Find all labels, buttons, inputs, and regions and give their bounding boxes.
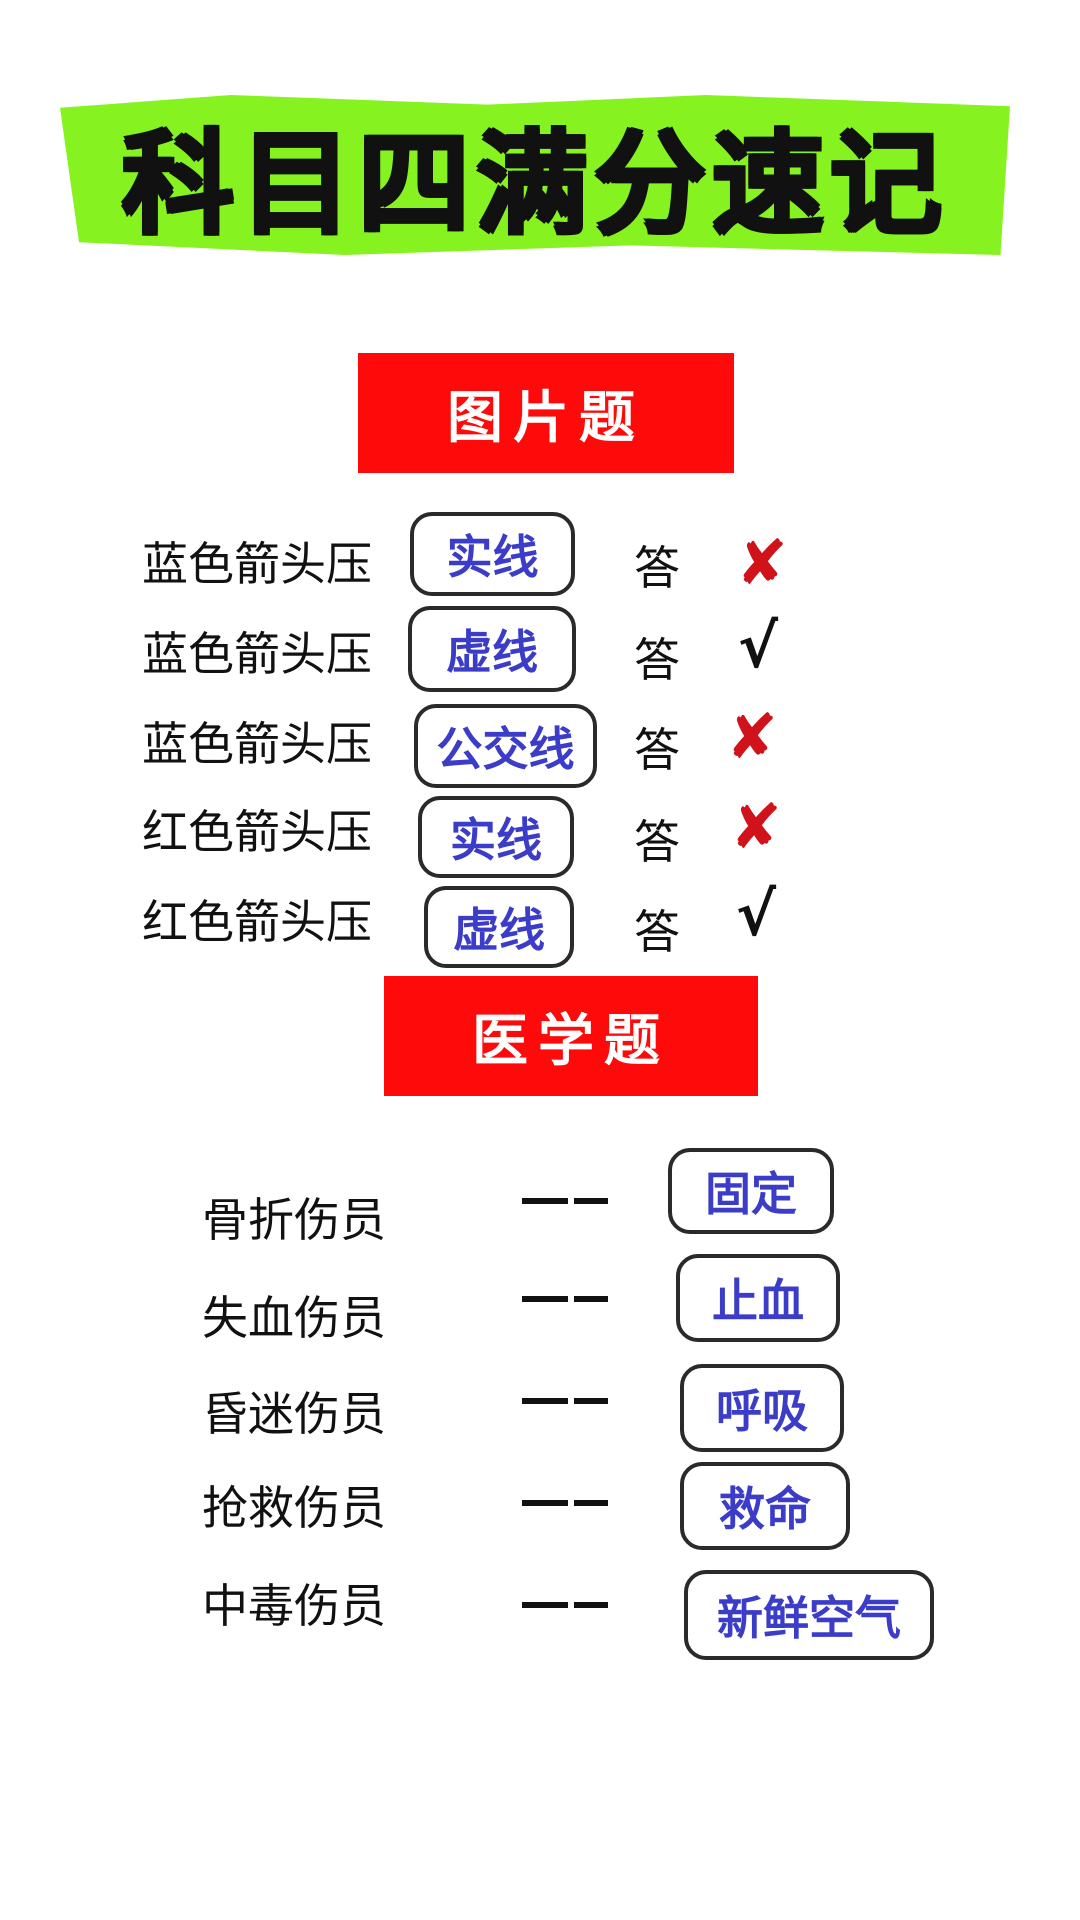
answer-word: 答 [634,723,680,777]
row-label: 抢救伤员 [202,1481,386,1535]
answer-box: 救命 [680,1462,850,1550]
answer-box: 固定 [668,1148,834,1234]
dash-separator [522,1398,608,1404]
row-label: 红色箭头压 [142,895,372,949]
cross-icon: ✘ [736,526,788,599]
cross-icon: ✘ [726,700,778,773]
section-header-medical: 医学题 [384,976,758,1096]
answer-word: 答 [634,541,680,595]
row-label: 中毒伤员 [202,1579,386,1633]
row-label: 蓝色箭头压 [142,537,372,591]
dash-separator [522,1198,608,1204]
title-banner [60,95,1010,255]
dash-separator [522,1500,608,1506]
answer-box: 虚线 [408,606,576,692]
row-label: 失血伤员 [202,1291,386,1345]
cross-icon: ✘ [730,790,782,863]
answer-box: 虚线 [424,886,574,968]
answer-box: 实线 [410,512,575,596]
answer-word: 答 [634,633,680,687]
section-header-picture: 图片题 [358,353,734,473]
dash-separator [522,1602,608,1608]
answer-box: 新鲜空气 [684,1570,934,1660]
page-title: 科目四满分速记 [122,120,948,250]
answer-box: 止血 [676,1254,840,1342]
row-label: 红色箭头压 [142,805,372,859]
row-label: 昏迷伤员 [202,1387,386,1441]
dash-separator [522,1296,608,1302]
answer-box: 公交线 [414,704,597,788]
answer-box: 实线 [418,796,574,878]
answer-box: 呼吸 [680,1364,844,1452]
answer-word: 答 [634,815,680,869]
row-label: 骨折伤员 [202,1193,386,1247]
check-icon: √ [738,612,779,682]
check-icon: √ [736,880,777,950]
answer-word: 答 [634,905,680,959]
row-label: 蓝色箭头压 [142,627,372,681]
row-label: 蓝色箭头压 [142,717,372,771]
